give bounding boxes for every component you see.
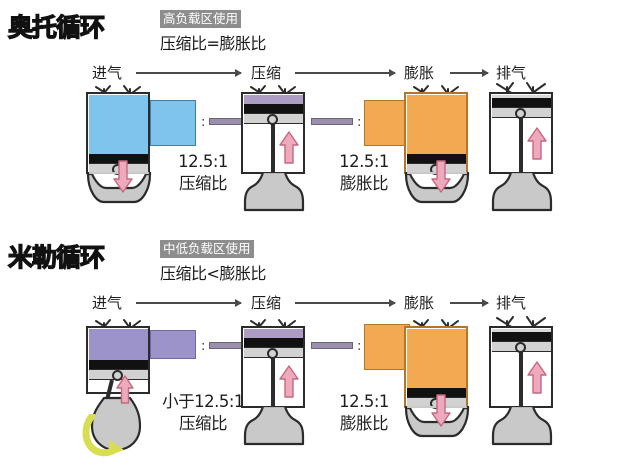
recirculation-arrow-icon [82,414,130,460]
piston-up-arrow-icon [279,364,299,398]
otto-engine-expansion [404,85,470,206]
miller-flow-arrow-3 [450,298,489,307]
piston-crown [491,331,551,341]
miller-ratio-colon-2: : [357,339,362,354]
crank-web [239,406,309,446]
crank-web [487,172,557,212]
otto-compression-ratio-name: 压缩比 [179,174,228,193]
miller-expansion-ratio-name: 膨胀比 [340,414,389,433]
combustion-gas-volume [406,94,466,154]
miller-stage-label-expansion: 膨胀 [404,294,435,312]
miller-intake-volume-block [150,330,196,359]
piston-pin [112,370,123,381]
piston-up-arrow-icon [279,130,299,164]
otto-flow-arrow-3 [450,68,489,77]
miller-compression-ratio-name: 压缩比 [179,414,228,433]
connecting-rod [270,358,275,408]
miller-intake-charge-volume [88,328,148,360]
otto-expansion-ratio-name: 膨胀比 [340,174,389,193]
otto-flow-arrow-1 [136,68,242,77]
otto-engine-compression [241,85,305,212]
piston-crown [406,153,466,163]
piston-up-arrow-icon [527,126,547,160]
crank-web [84,172,154,212]
otto-ratio-colon-2: : [357,115,362,130]
intake-charge-volume [88,94,148,154]
miller-formula: 压缩比<膨胀比 [160,264,266,283]
otto-formula: 压缩比=膨胀比 [160,34,266,53]
miller-engine-intake [82,319,150,457]
otto-intake-volume-block [150,100,196,146]
miller-stage-label-compression: 压缩 [251,294,282,312]
piston-crown [491,97,551,107]
miller-stage-label-intake: 进气 [92,294,123,312]
piston-up-arrow-icon [116,374,134,404]
piston-crown [406,387,466,397]
otto-compression-ratio-value: 12.5:1 [178,152,228,171]
otto-load-badge: 高负载区使用 [160,10,242,28]
otto-flow-arrow-2 [295,68,396,77]
miller-ratio-colon-1: : [201,339,206,354]
connecting-rod [518,352,523,408]
miller-engine-expansion [404,319,470,450]
otto-stage-label-intake: 进气 [92,64,123,82]
residual-gas-volume [491,328,551,332]
miller-engine-exhaust [489,316,553,450]
compressed-charge-volume [243,328,303,338]
miller-load-badge: 中低负载区使用 [160,240,254,258]
piston-crown [88,359,148,369]
otto-cycle-title: 奥托循环 [7,12,105,42]
miller-stage-label-exhaust: 排气 [496,294,527,312]
miller-flow-arrow-2 [295,298,396,307]
miller-expansion-small-volume-bar [311,342,353,349]
residual-gas-volume [491,94,551,98]
miller-cycle-title: 米勒循环 [7,242,105,272]
otto-engine-intake [86,85,152,206]
connecting-rod [270,124,275,174]
otto-ratio-colon-1: : [201,115,206,130]
miller-flow-arrow-1 [136,298,242,307]
piston-down-arrow-icon [431,160,451,194]
combustion-gas-volume [406,328,466,388]
miller-expansion-ratio-value: 12.5:1 [339,392,389,411]
piston-crown [243,337,303,347]
miller-engine-compression [241,319,305,450]
otto-stage-label-expansion: 膨胀 [404,64,435,82]
compressed-charge-volume [243,94,303,104]
piston-down-arrow-icon [113,160,133,194]
piston-crown [88,153,148,163]
piston-crown [243,103,303,113]
crank-web [239,172,309,212]
miller-compression-ratio-value: 小于12.5:1 [162,392,244,411]
otto-stage-label-exhaust: 排气 [496,64,527,82]
connecting-rod [518,118,523,174]
piston-down-arrow-icon [431,394,451,428]
otto-expansion-ratio-value: 12.5:1 [339,152,389,171]
otto-engine-exhaust [489,82,553,212]
crank-web [487,406,557,446]
otto-stage-label-compression: 压缩 [251,64,282,82]
piston-up-arrow-icon [527,360,547,394]
otto-expansion-small-volume-bar [311,118,353,125]
